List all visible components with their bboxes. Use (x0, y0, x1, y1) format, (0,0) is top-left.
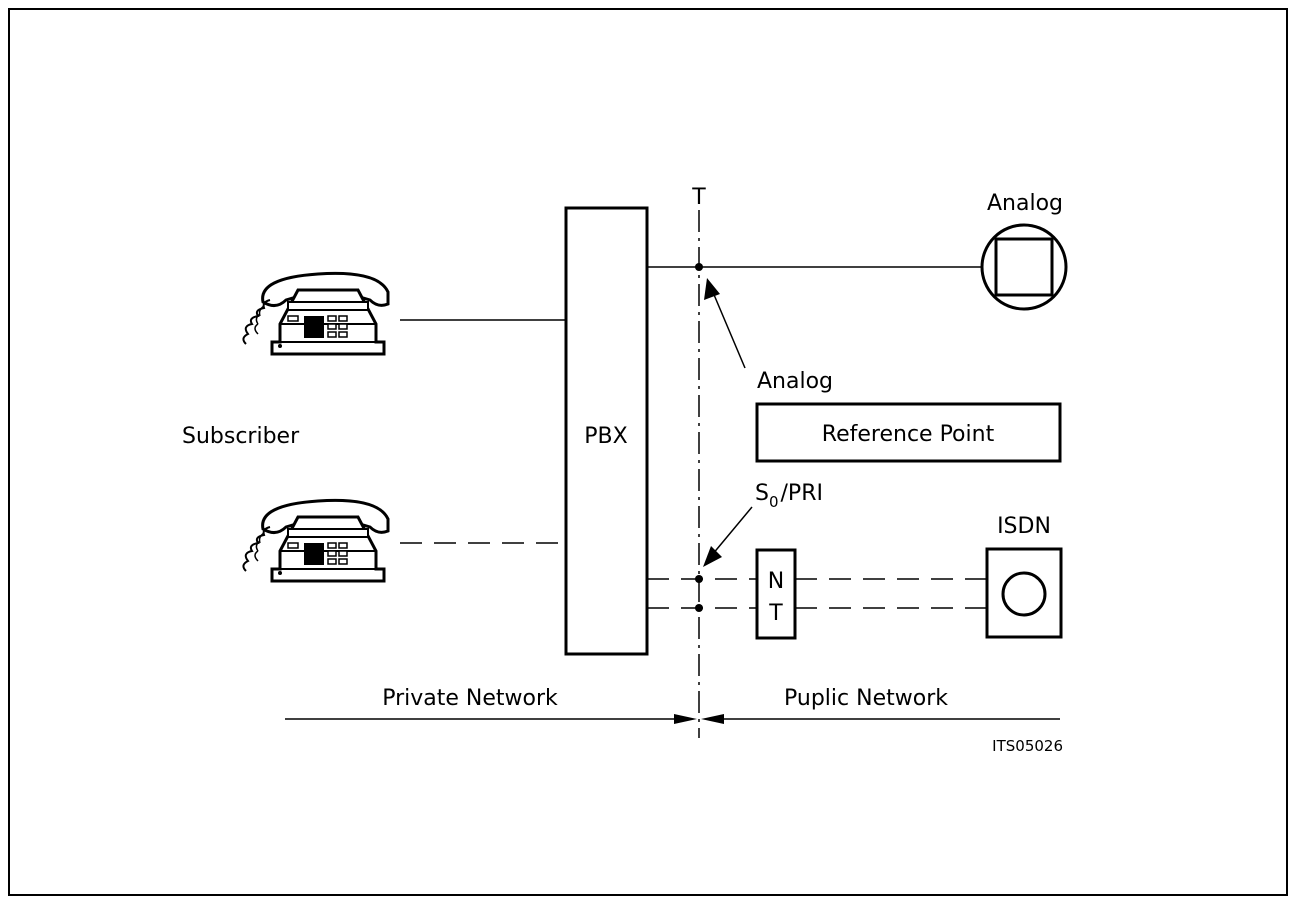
isdn-junction-dot-lower (695, 604, 703, 612)
public-network-arrow (701, 714, 1060, 724)
isdn-junction-dot-upper (695, 575, 703, 583)
private-network-arrow (285, 714, 697, 724)
s0-pointer-arrow (703, 506, 753, 567)
reference-point-label: Reference Point (822, 422, 995, 447)
isdn-terminal-icon (985, 547, 1063, 639)
private-network-label: Private Network (382, 686, 558, 711)
analog-pointer-label: Analog (757, 369, 833, 394)
figure-frame (8, 8, 1288, 896)
telephone-icon (241, 271, 390, 356)
t-label: T (691, 185, 706, 210)
analog-terminal-icon (980, 223, 1068, 311)
figure-id: ITS05026 (992, 737, 1063, 755)
nt-box (755, 548, 797, 640)
analog-terminal-label: Analog (987, 191, 1063, 216)
subscriber-label: Subscriber (182, 424, 300, 449)
analog-junction-dot (695, 263, 703, 271)
nt-label-t: T (768, 601, 783, 626)
telephone-icon (241, 498, 390, 583)
pbx-box (564, 206, 649, 656)
nt-label-n: N (768, 569, 784, 594)
pbx-label: PBX (584, 424, 627, 449)
isdn-terminal-label: ISDN (997, 514, 1051, 539)
s0-pri-label: S0/PRI (755, 481, 823, 511)
reference-point-box (755, 402, 1062, 463)
analog-pointer-arrow (704, 278, 746, 369)
public-network-label: Puplic Network (784, 686, 948, 711)
